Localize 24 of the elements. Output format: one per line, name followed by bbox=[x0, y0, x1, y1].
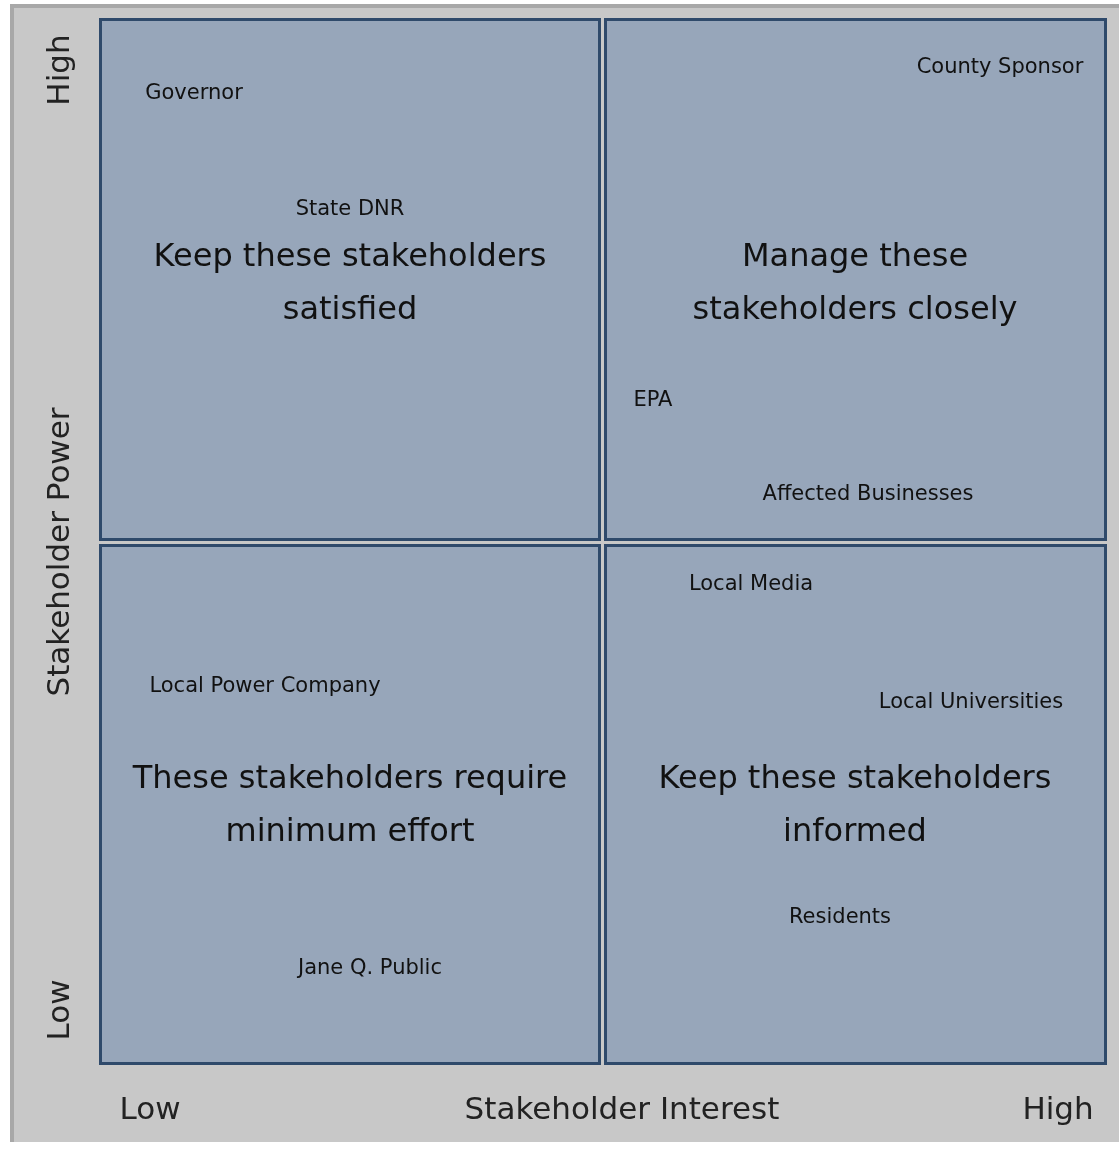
axis-tick-label: High bbox=[40, 34, 76, 106]
axis-title: Stakeholder Power bbox=[40, 407, 76, 697]
stakeholder-label: Jane Q. Public bbox=[298, 955, 442, 979]
axis-tick-label: High bbox=[1022, 1090, 1094, 1126]
axis-tick-label: Low bbox=[40, 979, 76, 1041]
stakeholder-label: State DNR bbox=[295, 196, 405, 220]
stakeholder-label: Local Universities bbox=[878, 689, 1064, 713]
stakeholder-label: Residents bbox=[788, 904, 892, 928]
axis-tick-label: Low bbox=[119, 1090, 181, 1126]
quadrant-box bbox=[604, 18, 1107, 541]
quadrant-title: These stakeholders require minimum effort bbox=[131, 757, 569, 851]
stakeholder-label: EPA bbox=[633, 387, 673, 411]
quadrant-box bbox=[99, 18, 601, 541]
stakeholder-label: Affected Businesses bbox=[762, 481, 974, 505]
stakeholder-label: County Sponsor bbox=[916, 54, 1084, 78]
quadrant-title: Keep these stakeholders informed bbox=[657, 757, 1053, 851]
stakeholder-label: Local Power Company bbox=[149, 673, 381, 697]
stakeholder-label: Governor bbox=[145, 80, 243, 104]
quadrant-box bbox=[604, 544, 1107, 1065]
quadrant-title: Keep these stakeholders satisfied bbox=[152, 235, 548, 329]
quadrant-box bbox=[99, 544, 601, 1065]
axis-title: Stakeholder Interest bbox=[464, 1090, 780, 1126]
stakeholder-label: Local Media bbox=[688, 571, 814, 595]
quadrant-title: Manage these stakeholders closely bbox=[691, 235, 1019, 329]
